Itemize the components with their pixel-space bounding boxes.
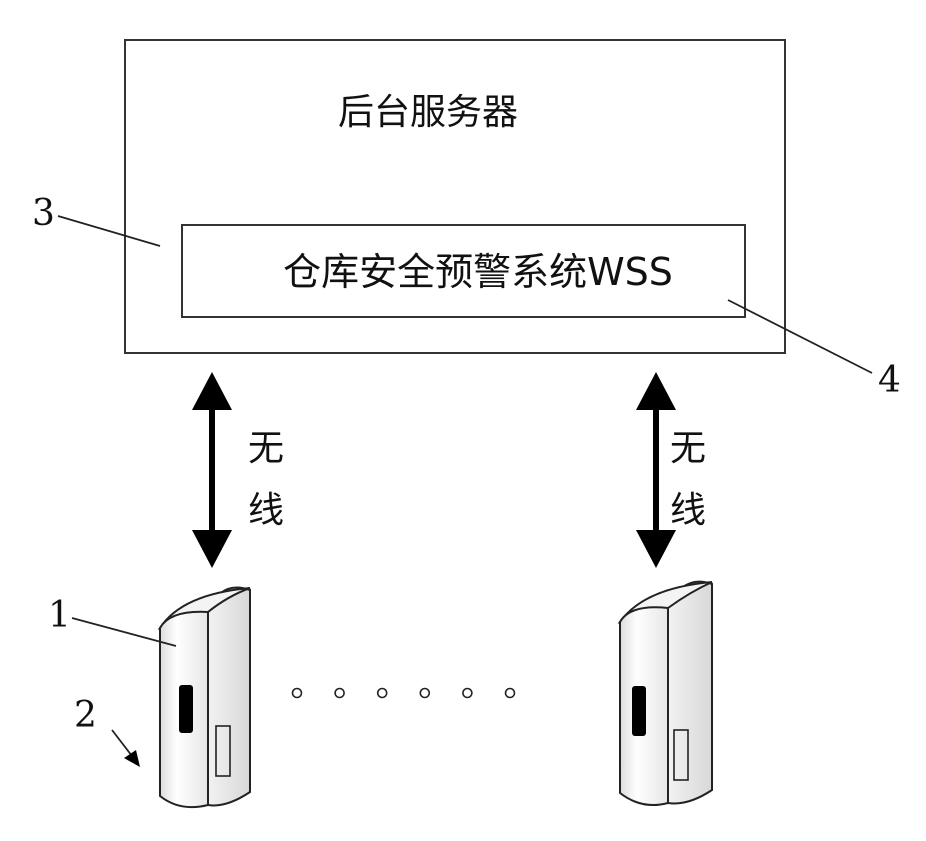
ellipsis-dot [378,689,387,698]
ellipsis-dot [293,689,302,698]
callout-3-number: 3 [32,193,55,234]
callout-4-number: 4 [878,360,901,401]
callout-2-number: 2 [74,695,97,736]
ellipsis-dots [293,689,515,698]
ellipsis-dot [506,689,515,698]
server-title: 后台服务器 [338,92,518,133]
ellipsis-dot [420,689,429,698]
right-wireless-label-1: 无 [670,428,706,469]
left-wireless-label-1: 无 [248,428,284,469]
right-wireless-arrow [636,372,676,568]
left-sensor-device [160,588,250,808]
ellipsis-dot [463,689,472,698]
left-wireless-label-2: 线 [248,490,284,531]
left-wireless-arrow [192,372,232,568]
callout-2-arrow [112,730,140,767]
callout-1-number: 1 [48,595,71,636]
left-device-indicator [179,685,193,733]
right-sensor-device [620,582,712,805]
ellipsis-dot [335,689,344,698]
right-wireless-label-2: 线 [670,490,706,531]
wss-label: 仓库安全预警系统WSS [283,250,673,294]
right-device-indicator [632,686,646,736]
